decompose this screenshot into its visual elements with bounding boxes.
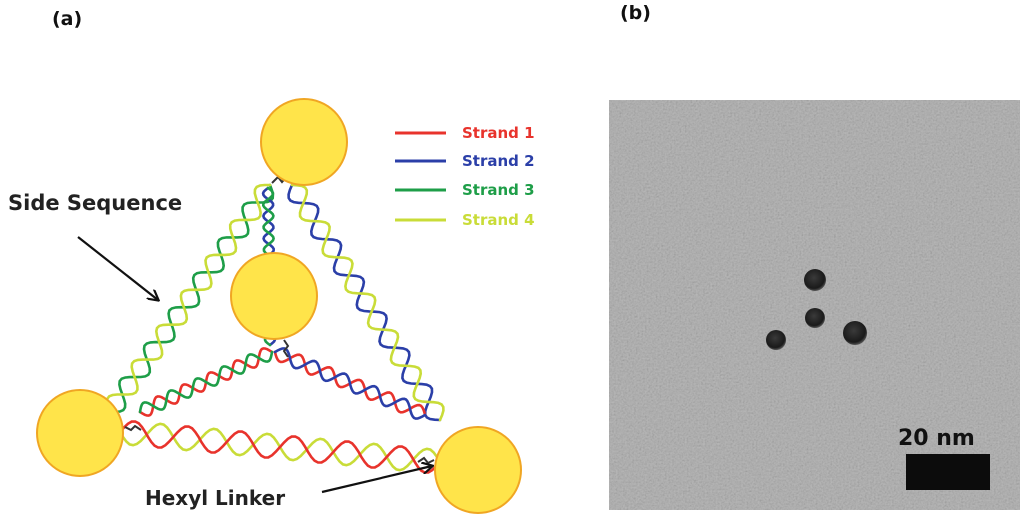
hexyl-linker-label: Hexyl Linker <box>145 486 285 510</box>
strand-2-right-edge <box>287 183 442 422</box>
scale-bar-label: 20 nm <box>898 426 975 451</box>
legend-label-strand-1: Strand 1 <box>462 124 535 142</box>
tem-particle-center <box>805 308 825 328</box>
nanoparticle-left <box>36 389 124 477</box>
dna-strands <box>105 183 445 474</box>
side-sequence-arrow <box>77 236 158 300</box>
nanoparticle-top <box>260 98 348 186</box>
strand-4-right-edge <box>290 183 445 422</box>
tem-particle-right <box>843 321 867 345</box>
strand-3-inner-left <box>138 350 274 414</box>
tem-micrograph: 20 nm <box>609 100 1020 510</box>
tem-particle-top <box>804 269 826 291</box>
strand-3-left-edge <box>108 183 275 414</box>
strand-4-left-edge <box>105 183 272 414</box>
nanoparticle-center <box>230 252 318 340</box>
legend-label-strand-3: Strand 3 <box>462 181 535 199</box>
hexyl-linker-arrow <box>321 466 432 494</box>
strand-2-inner-right <box>273 347 427 420</box>
strand-legend: Strand 1 Strand 2 Strand 3 Strand 4 <box>395 124 535 229</box>
tem-particle-left <box>766 330 786 350</box>
legend-label-strand-2: Strand 2 <box>462 152 535 170</box>
panel-a-label: (a) <box>52 8 83 30</box>
nanoparticle-right <box>434 426 522 514</box>
strand-1-bottom-edge <box>118 420 442 474</box>
legend-label-strand-4: Strand 4 <box>462 211 535 229</box>
micrograph-background <box>609 100 1020 510</box>
scale-bar <box>906 454 990 490</box>
panel-b-label: (b) <box>620 2 651 24</box>
dna-pyramid-diagram: Side Sequence Hexyl Linker Strand 1 Stra… <box>8 98 535 514</box>
side-sequence-label: Side Sequence <box>8 191 182 215</box>
